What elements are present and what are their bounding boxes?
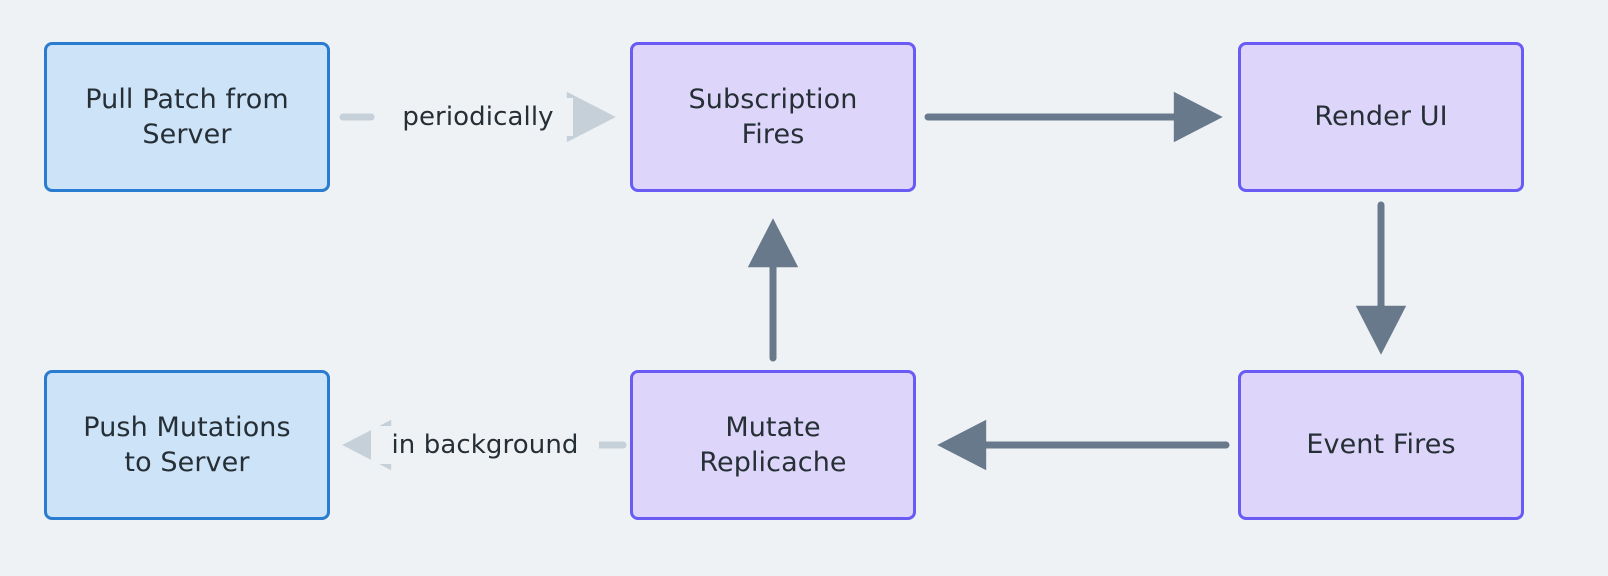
node-render-ui[interactable]: Render UI xyxy=(1238,42,1524,192)
node-label: Push Mutations to Server xyxy=(83,411,291,478)
node-label: Render UI xyxy=(1314,101,1448,133)
node-push-mutations-to-server[interactable]: Push Mutations to Server xyxy=(44,370,330,520)
node-label: Subscription Fires xyxy=(688,83,858,150)
node-label: Pull Patch from Server xyxy=(85,83,289,150)
node-subscription-fires[interactable]: Subscription Fires xyxy=(630,42,916,192)
edge-label-periodically: periodically xyxy=(383,98,573,136)
node-mutate-replicache[interactable]: Mutate Replicache xyxy=(630,370,916,520)
edge-label-in-background: in background xyxy=(371,426,599,464)
node-label: Event Fires xyxy=(1306,429,1456,461)
node-event-fires[interactable]: Event Fires xyxy=(1238,370,1524,520)
node-label: Mutate Replicache xyxy=(699,411,847,478)
node-pull-patch-from-server[interactable]: Pull Patch from Server xyxy=(44,42,330,192)
